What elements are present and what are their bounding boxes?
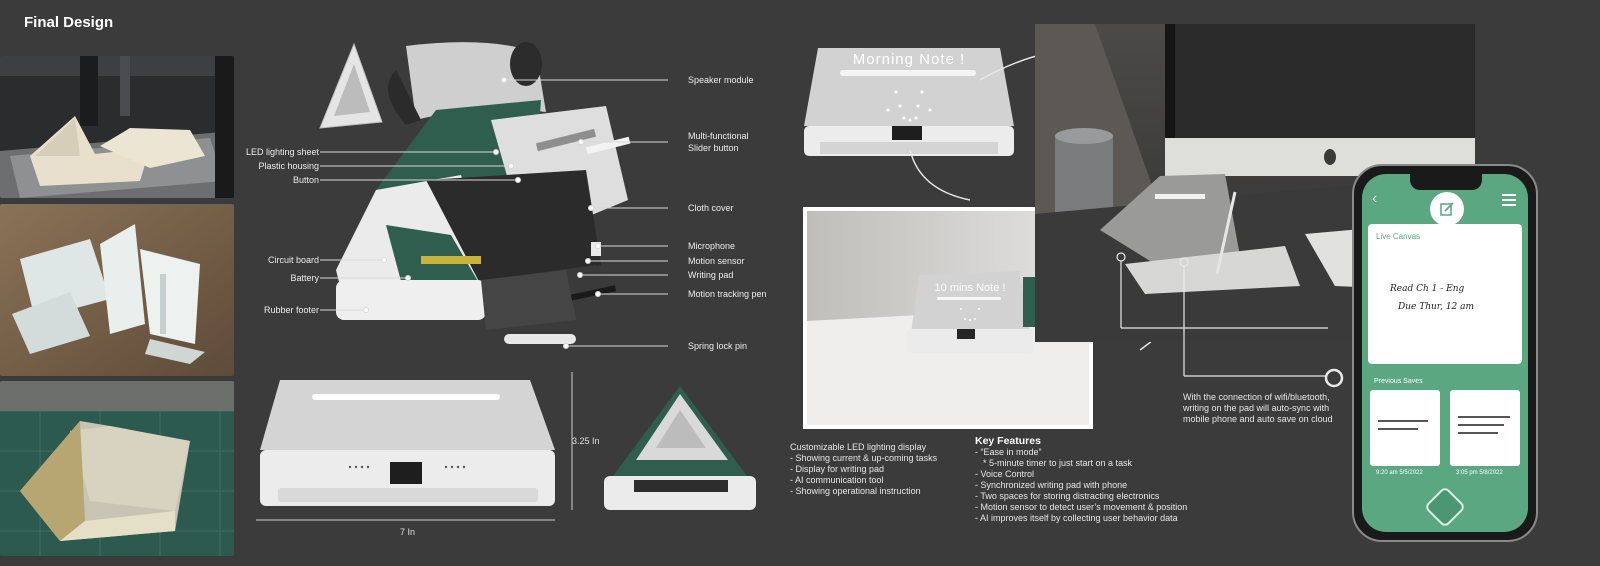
phone-mockup: ‹ Live Canvas Read Ch 1 - Eng Due Thur, … <box>1352 164 1538 542</box>
key-features-title: Key Features <box>975 435 1041 447</box>
key-features-item: - AI improves itself by collecting user … <box>975 513 1178 523</box>
note-line-2: Due Thur, 12 am <box>1398 302 1475 312</box>
live-canvas-card[interactable]: Live Canvas Read Ch 1 - Eng Due Thur, 12… <box>1368 224 1522 364</box>
key-features-item: - Synchronized writing pad with phone <box>975 480 1128 490</box>
exploded-view-illustration <box>319 42 668 349</box>
label-rubber-footer: Rubber footer <box>263 305 319 315</box>
height-dimension: 3.25 In <box>572 436 600 446</box>
led-device-illustration: Morning Note ! <box>804 48 1014 156</box>
key-features-item: - “Ease in mode” <box>975 447 1042 457</box>
key-features-block: Key Features - “Ease in mode” * 5-minute… <box>975 436 1187 524</box>
menu-icon[interactable] <box>1502 194 1516 206</box>
3d-print-photo <box>0 56 234 198</box>
label-multi-functional: Multi-functional <box>688 131 749 141</box>
side-view-illustration <box>604 386 756 510</box>
live-canvas-label: Live Canvas <box>1376 232 1421 241</box>
sync-leader-lines <box>1116 252 1344 388</box>
front-view-illustration <box>256 380 555 521</box>
sync-caption-line: mobile phone and auto save on cloud <box>1183 414 1333 424</box>
previous-save-card[interactable] <box>1450 390 1520 466</box>
key-features-item: - Two spaces for storing distracting ele… <box>975 491 1160 501</box>
label-microphone: Microphone <box>688 241 736 251</box>
label-speaker-module: Speaker module <box>688 75 754 85</box>
cloth-prototype-photo <box>0 381 234 556</box>
phone-screen: ‹ Live Canvas Read Ch 1 - Eng Due Thur, … <box>1362 174 1528 532</box>
key-features-item: - Voice Control <box>975 469 1035 479</box>
led-features-item: - AI communication tool <box>790 475 884 485</box>
label-writing-pad: Writing pad <box>688 270 734 280</box>
save-1-date: 9:20 am 5/5/2022 <box>1376 470 1423 476</box>
note-line-1: Read Ch 1 - Eng <box>1390 284 1465 294</box>
label-motion-tracking-pen: Motion tracking pen <box>688 289 767 299</box>
label-battery: Battery <box>290 273 319 283</box>
label-cloth-cover: Cloth cover <box>688 203 734 213</box>
save-2-date: 3:05 pm 5/8/2022 <box>1456 470 1503 476</box>
page-title: Final Design <box>24 14 114 31</box>
label-button: Button <box>292 175 319 185</box>
led-features-item: - Display for writing pad <box>790 464 885 474</box>
label-motion-sensor: Motion sensor <box>688 256 745 266</box>
width-dimension: 7 In <box>400 527 416 537</box>
edit-icon[interactable] <box>1430 192 1464 226</box>
sync-caption: With the connection of wifi/bluetooth, w… <box>1183 392 1353 425</box>
led-features-item: - Showing current & up-coming tasks <box>790 453 938 463</box>
home-diamond-button[interactable] <box>1423 485 1467 529</box>
label-spring-lock-pin: Spring lock pin <box>688 341 748 351</box>
led-features-item: - Showing operational instruction <box>790 486 921 496</box>
back-chevron-icon[interactable]: ‹ <box>1372 190 1378 207</box>
led-display-top-text: Morning Note ! <box>853 51 965 68</box>
previous-saves-label: Previous Saves <box>1374 378 1423 385</box>
led-features-block: Customizable LED lighting display - Show… <box>790 442 937 497</box>
sync-caption-line: writing on the pad will auto-sync with <box>1183 403 1330 413</box>
prototype-parts-photo <box>0 204 234 376</box>
height-dimension-line <box>571 372 573 510</box>
label-circuit-board: Circuit board <box>267 255 319 265</box>
label-led-lighting-sheet: LED lighting sheet <box>245 147 319 157</box>
phone-notch <box>1410 174 1482 190</box>
led-features-title: Customizable LED lighting display <box>790 442 927 452</box>
previous-save-card[interactable] <box>1370 390 1440 466</box>
sync-caption-line: With the connection of wifi/bluetooth, <box>1183 392 1330 402</box>
key-features-item: - Motion sensor to detect user’s movemen… <box>975 502 1188 512</box>
key-features-item: * 5-minute timer to just start on a task <box>983 458 1133 468</box>
label-slider-button: Slider button <box>688 143 739 153</box>
led-display-photo-text: 10 mins Note ! <box>935 282 1006 294</box>
label-plastic-housing: Plastic housing <box>258 161 319 171</box>
